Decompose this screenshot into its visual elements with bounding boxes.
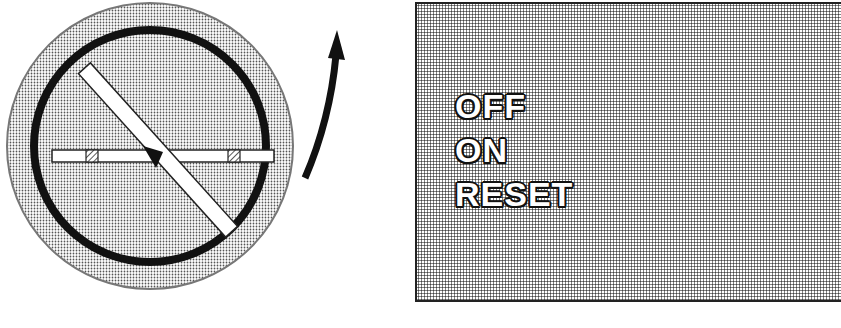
switch-position-label: ON — [455, 130, 841, 170]
arrow-head — [328, 30, 345, 60]
diagonal-bar — [78, 63, 237, 237]
knob-center — [143, 146, 163, 168]
switch-position-label: OFF — [455, 86, 841, 126]
rotation-arrow — [305, 55, 336, 178]
switch-position-label: RESET — [455, 174, 841, 214]
bar-contact — [86, 150, 98, 162]
bar-contact — [228, 150, 240, 162]
knob-outer — [7, 3, 293, 289]
knob-ring — [34, 30, 266, 262]
label-panel: OFFONRESET — [415, 2, 841, 302]
